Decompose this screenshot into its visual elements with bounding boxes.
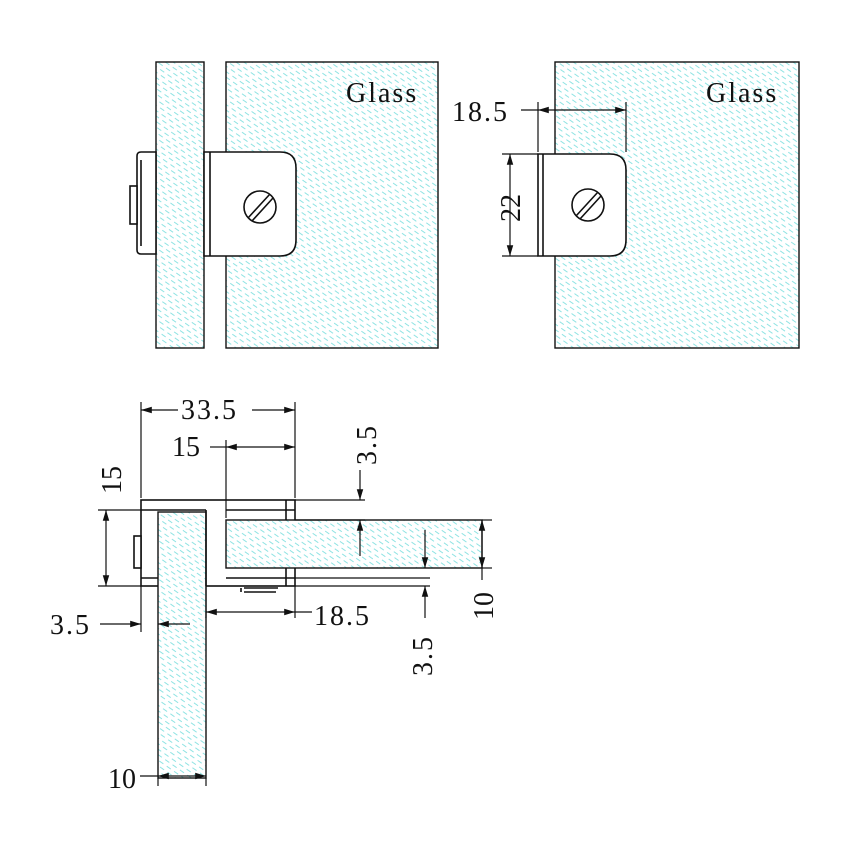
top-dim-offset-left: 3.5 bbox=[50, 610, 91, 641]
top-dim-height-left: 15 bbox=[97, 466, 128, 494]
top-dim-cap-top: 3.5 bbox=[352, 424, 383, 465]
side-glass-left bbox=[155, 61, 205, 349]
side-view: Glass bbox=[129, 61, 439, 349]
front-dim-width: 18.5 bbox=[452, 97, 509, 128]
top-dim-inner: 18.5 bbox=[314, 601, 371, 632]
top-screw-icon bbox=[240, 587, 278, 593]
side-back-plate bbox=[136, 151, 157, 255]
top-dim-glass-right: 10 bbox=[469, 592, 500, 620]
side-screw-icon bbox=[243, 190, 277, 224]
front-view: 18.5 22 Glass bbox=[452, 61, 800, 349]
top-glass-vertical bbox=[157, 511, 207, 779]
top-dim-cap-bottom: 3.5 bbox=[408, 635, 439, 676]
side-clamp-body bbox=[203, 151, 297, 257]
front-glass-label: Glass bbox=[706, 78, 778, 109]
side-screw-head bbox=[129, 185, 138, 225]
side-glass-label: Glass bbox=[346, 78, 418, 109]
front-clamp-body bbox=[537, 153, 627, 257]
top-glass-horizontal bbox=[225, 519, 483, 569]
top-dim-overall: 33.5 bbox=[181, 395, 238, 426]
top-dim-pad: 15 bbox=[172, 432, 200, 463]
front-dim-height: 22 bbox=[496, 194, 527, 222]
top-screw-head bbox=[133, 535, 142, 569]
front-screw-icon bbox=[571, 188, 605, 222]
top-dim-glass-bottom: 10 bbox=[108, 764, 136, 795]
top-view: 33.5 15 3.5 15 3.5 18.5 3.5 bbox=[50, 395, 500, 795]
